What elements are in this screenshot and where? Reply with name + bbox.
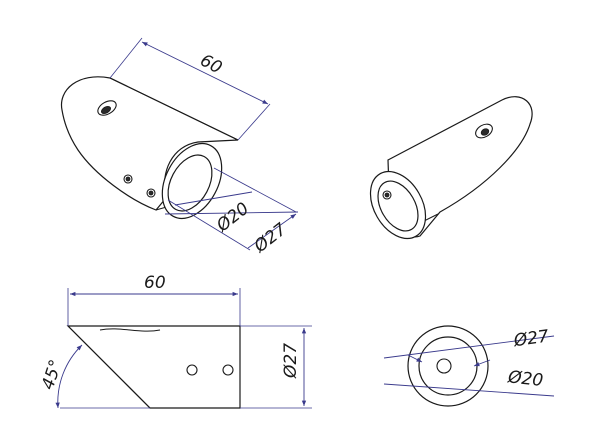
side-view: 60 45° Ø27 bbox=[38, 273, 312, 409]
end-view-center-hole bbox=[436, 358, 452, 374]
end-view: Ø27 Ø20 bbox=[383, 325, 555, 407]
end-view-outer-dimline bbox=[383, 335, 555, 359]
side-view-bevel bbox=[67, 325, 151, 409]
end-view-arrow-left bbox=[407, 354, 423, 363]
end-view-arrow-right bbox=[473, 359, 491, 367]
iso-front-outer-dia-label: Ø27 bbox=[250, 219, 291, 257]
iso-front-hole-2-inner bbox=[148, 190, 154, 196]
side-view-height-label: Ø27 bbox=[281, 343, 301, 379]
iso-front-hole-1-inner bbox=[125, 176, 131, 182]
iso-front-top-edge bbox=[109, 77, 239, 141]
iso-front-outer-arrow bbox=[247, 213, 297, 249]
iso-front-length-dimline bbox=[141, 41, 269, 105]
iso-front-ext-dia1 bbox=[167, 199, 251, 251]
iso-back-hole-inside-dot bbox=[384, 192, 390, 198]
side-view-angle-label: 45° bbox=[38, 357, 66, 392]
side-view-length-label: 60 bbox=[144, 273, 166, 293]
iso-front-ext-dia2 bbox=[213, 167, 297, 213]
end-view-inner-dia-label: Ø20 bbox=[506, 367, 544, 391]
iso-front-inner-dimline bbox=[174, 191, 253, 206]
side-view-angle-arc bbox=[55, 344, 83, 409]
iso-front-length-label: 60 bbox=[197, 51, 225, 79]
end-view-outer-dia-label: Ø27 bbox=[512, 326, 551, 351]
iso-front-end-inner bbox=[167, 154, 213, 212]
iso-view-front: 60 Ø20 Ø27 bbox=[60, 37, 299, 257]
iso-front-ext-right bbox=[237, 103, 271, 141]
iso-front-outer-dimline bbox=[164, 211, 299, 215]
side-view-outline bbox=[66, 325, 241, 409]
side-view-notch bbox=[99, 328, 161, 332]
side-view-hole-2 bbox=[222, 364, 234, 376]
iso-view-back bbox=[369, 96, 533, 240]
iso-front-ext-left bbox=[109, 37, 143, 79]
iso-back-slot-inner bbox=[480, 128, 490, 136]
iso-front-slot-inner bbox=[101, 105, 111, 115]
side-view-hole-1 bbox=[186, 364, 198, 376]
end-view-inner-dimline bbox=[383, 383, 555, 397]
